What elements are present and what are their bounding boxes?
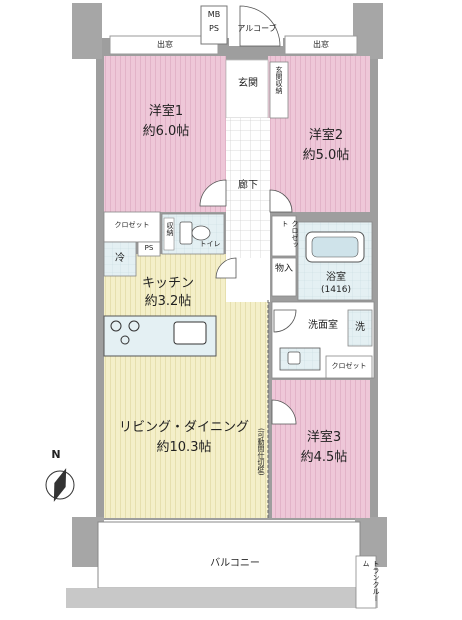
toilet-icon [179,221,211,245]
ps-label: PS [144,244,154,252]
sink-icon [173,321,207,345]
kitchen-name: キッチン [141,276,194,291]
doors [199,5,297,425]
closet-left-label: クロゼット [114,221,150,229]
entrance-label: 玄関 [238,78,258,89]
bath-size: (1416) [321,285,351,295]
room-western3 [272,380,370,518]
stove-icon [110,320,140,345]
washer-space [347,309,373,347]
balcony [97,521,361,589]
bay-window-left-label: 出窓 [157,40,173,49]
balcony-railing [66,588,378,608]
column-top-right [353,3,383,59]
mbps-top-label: MB [207,10,221,19]
western1-size: 約6.0帖 [142,124,190,139]
washer-label: 洗 [355,322,365,333]
kitchen-size: 約3.2帖 [144,294,192,309]
entrance [225,59,269,119]
trunk-room-label: トランクルーム [362,560,380,602]
ps-box [137,241,161,257]
western3-name: 洋室3 [306,430,342,445]
mbps-box [200,5,228,45]
hallway-label: 廊下 [238,180,258,191]
north-label: N [51,448,61,461]
shoe-storage [269,61,289,119]
shoe-storage-label: 玄関収納 [275,66,283,94]
western1-name: 洋室1 [148,104,184,119]
hallway [226,118,270,258]
closet-small [325,355,373,379]
alcove-label: アルコーブ [237,24,277,33]
mbps-bottom-label: PS [209,24,219,33]
western3-size: 約4.5帖 [300,450,348,465]
compass-icon [45,468,75,502]
bay-window-right [284,35,358,55]
storage-label: 物入 [274,264,293,274]
bay-window-left [109,35,219,55]
closet-left [103,211,161,243]
storage-room [271,257,297,297]
bay-window-right-label: 出窓 [313,40,329,49]
closet-small-label: クロゼット [331,362,367,370]
trunk-room [355,555,377,609]
western2-name: 洋室2 [308,128,344,143]
western2-size: 約5.0帖 [302,148,350,163]
toilet-label: トイレ [199,240,221,248]
living-name: リビング・ダイニング [118,420,249,435]
partition-label: (可動間仕切壁) [257,428,265,476]
toilet-storage-label: 収納 [166,222,174,236]
fridge-label: 冷 [115,253,125,264]
toilet-storage [163,217,175,251]
balcony-label: バルコニー [210,558,260,569]
room-western1 [104,56,226,212]
bath-name: 浴室 [326,272,346,283]
column-top-left [72,3,102,59]
living-size: 約10.3帖 [156,440,212,455]
washroom-label: 洗面室 [308,320,338,331]
fridge-space [103,241,137,277]
bathtub-icon [305,231,365,263]
closet-right [271,215,297,257]
washbasin-icon [279,347,321,371]
closet-right-label: クロゼット [281,220,299,248]
